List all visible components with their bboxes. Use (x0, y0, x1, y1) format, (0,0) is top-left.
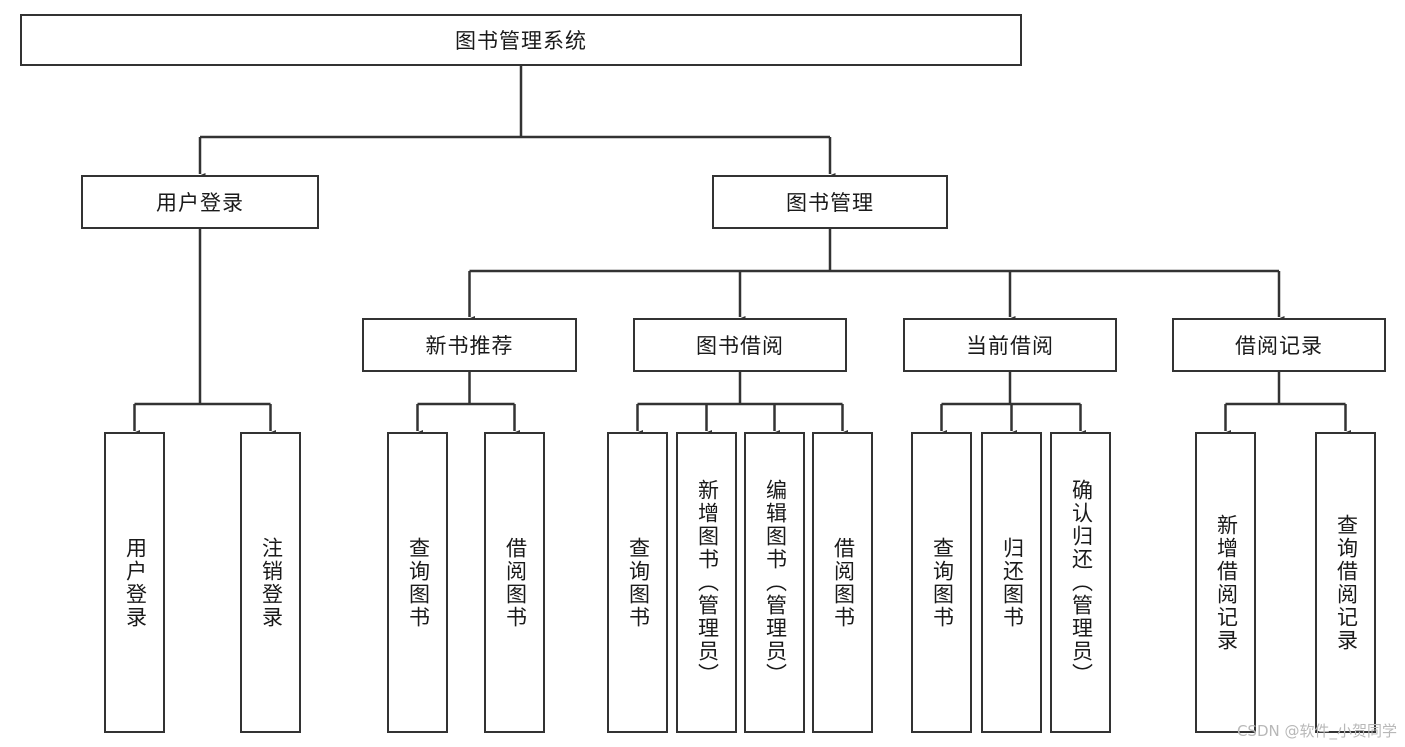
node-label: 新增借阅记录 (1214, 513, 1238, 652)
node-current[interactable]: 当前借阅 (903, 318, 1117, 372)
node-label: 借阅图书 (831, 536, 855, 629)
node-label: 图书管理系统 (455, 30, 587, 53)
node-label: 图书管理 (786, 192, 874, 215)
node-label: 编辑图书（管理员） (763, 479, 787, 686)
node-label: 用户登录 (156, 192, 244, 215)
node-label: 新增图书（管理员） (695, 479, 719, 686)
node-c-return[interactable]: 归还图书 (981, 432, 1042, 733)
node-n-borrow[interactable]: 借阅图书 (484, 432, 545, 733)
node-label: 注销登录 (259, 536, 283, 629)
node-r-add[interactable]: 新增借阅记录 (1195, 432, 1256, 733)
node-b-lend[interactable]: 借阅图书 (812, 432, 873, 733)
node-borrow[interactable]: 图书借阅 (633, 318, 847, 372)
node-label: 当前借阅 (966, 335, 1054, 358)
node-n-query[interactable]: 查询图书 (387, 432, 448, 733)
edge-paths (129, 66, 1351, 439)
node-bookmgmt[interactable]: 图书管理 (712, 175, 948, 229)
node-label: 查询图书 (626, 536, 650, 629)
node-l-logout[interactable]: 注销登录 (240, 432, 301, 733)
node-label: 借阅记录 (1235, 335, 1323, 358)
node-label: 新书推荐 (425, 335, 514, 358)
node-label: 归还图书 (1000, 536, 1024, 629)
node-root[interactable]: 图书管理系统 (20, 14, 1022, 66)
node-c-query[interactable]: 查询图书 (911, 432, 972, 733)
node-label: 用户登录 (123, 536, 147, 629)
node-records[interactable]: 借阅记录 (1172, 318, 1386, 372)
node-label: 借阅图书 (503, 536, 527, 629)
node-b-add[interactable]: 新增图书（管理员） (676, 432, 737, 733)
node-b-edit[interactable]: 编辑图书（管理员） (744, 432, 805, 733)
csdn-watermark: CSDN @软件_小贺同学 (1236, 722, 1397, 740)
node-label: 确认归还（管理员） (1069, 479, 1093, 686)
node-label: 查询图书 (930, 536, 954, 629)
node-l-login[interactable]: 用户登录 (104, 432, 165, 733)
node-label: 图书借阅 (696, 335, 784, 358)
node-label: 查询图书 (406, 536, 430, 629)
node-label: 查询借阅记录 (1334, 513, 1358, 652)
node-b-query[interactable]: 查询图书 (607, 432, 668, 733)
node-c-confirm[interactable]: 确认归还（管理员） (1050, 432, 1111, 733)
node-newbook[interactable]: 新书推荐 (362, 318, 577, 372)
node-r-query[interactable]: 查询借阅记录 (1315, 432, 1376, 733)
node-login[interactable]: 用户登录 (81, 175, 319, 229)
